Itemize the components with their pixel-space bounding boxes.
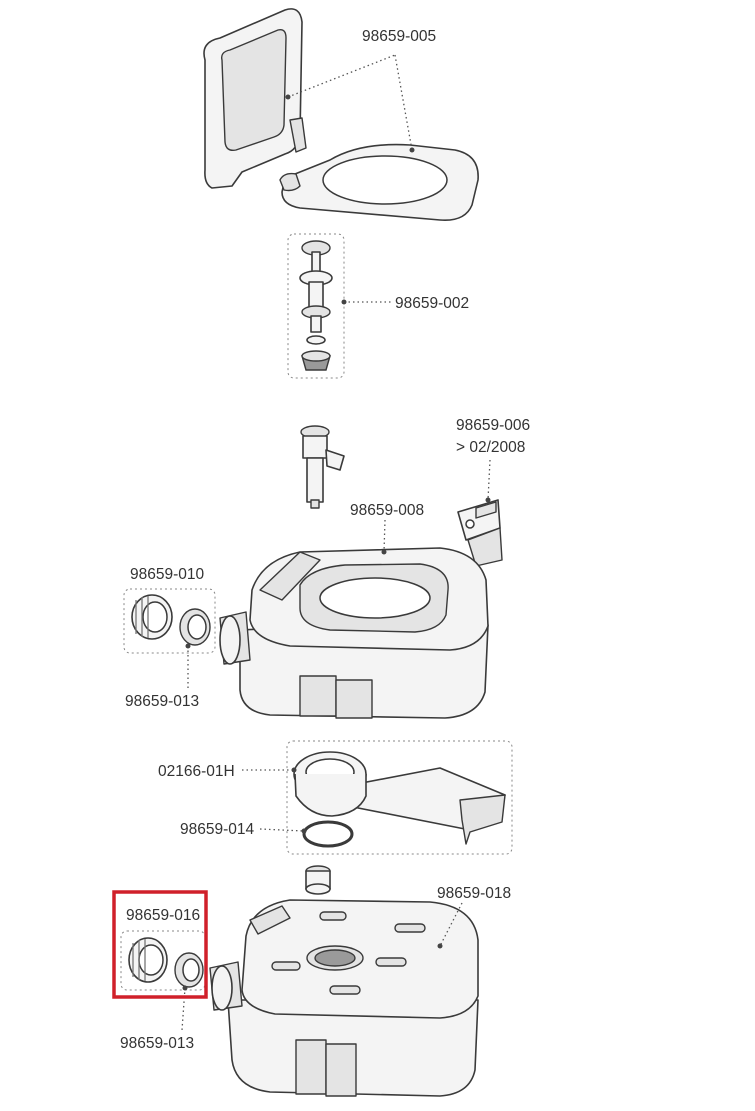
pump-piston-part xyxy=(300,425,345,509)
label-upper-tank: 98659-008 xyxy=(350,502,424,519)
lower-cap-part xyxy=(128,937,204,988)
oring-part xyxy=(302,820,354,848)
label-indicator: 98659-006 xyxy=(456,417,530,434)
valve-group-box xyxy=(287,233,345,379)
label-lower-tank: 98659-018 xyxy=(437,885,511,902)
plug-part xyxy=(305,865,331,895)
upper-tank-part xyxy=(219,547,489,719)
slide-valve-group-box xyxy=(286,740,513,855)
label-indicator-note: > 02/2008 xyxy=(456,439,525,456)
slide-valve-part xyxy=(293,751,506,845)
label-cap-upper: 98659-010 xyxy=(130,566,205,583)
highlight-box xyxy=(112,890,208,999)
seat-lid-part xyxy=(203,8,479,222)
label-valve: 98659-002 xyxy=(395,295,469,312)
label-slide-valve: 02166-01H xyxy=(158,763,235,780)
upper-cap-part xyxy=(131,594,211,646)
lower-cap-group-box xyxy=(120,930,206,991)
label-cap-lower: 98659-016 xyxy=(126,907,200,924)
valve-assembly-part xyxy=(299,240,333,371)
lower-tank-part xyxy=(209,899,479,1097)
label-seal-upper: 98659-013 xyxy=(125,693,199,710)
label-oring: 98659-014 xyxy=(180,821,255,838)
label-seat-lid: 98659-005 xyxy=(362,28,436,45)
label-seal-lower: 98659-013 xyxy=(120,1035,194,1052)
level-indicator-part xyxy=(457,499,503,567)
